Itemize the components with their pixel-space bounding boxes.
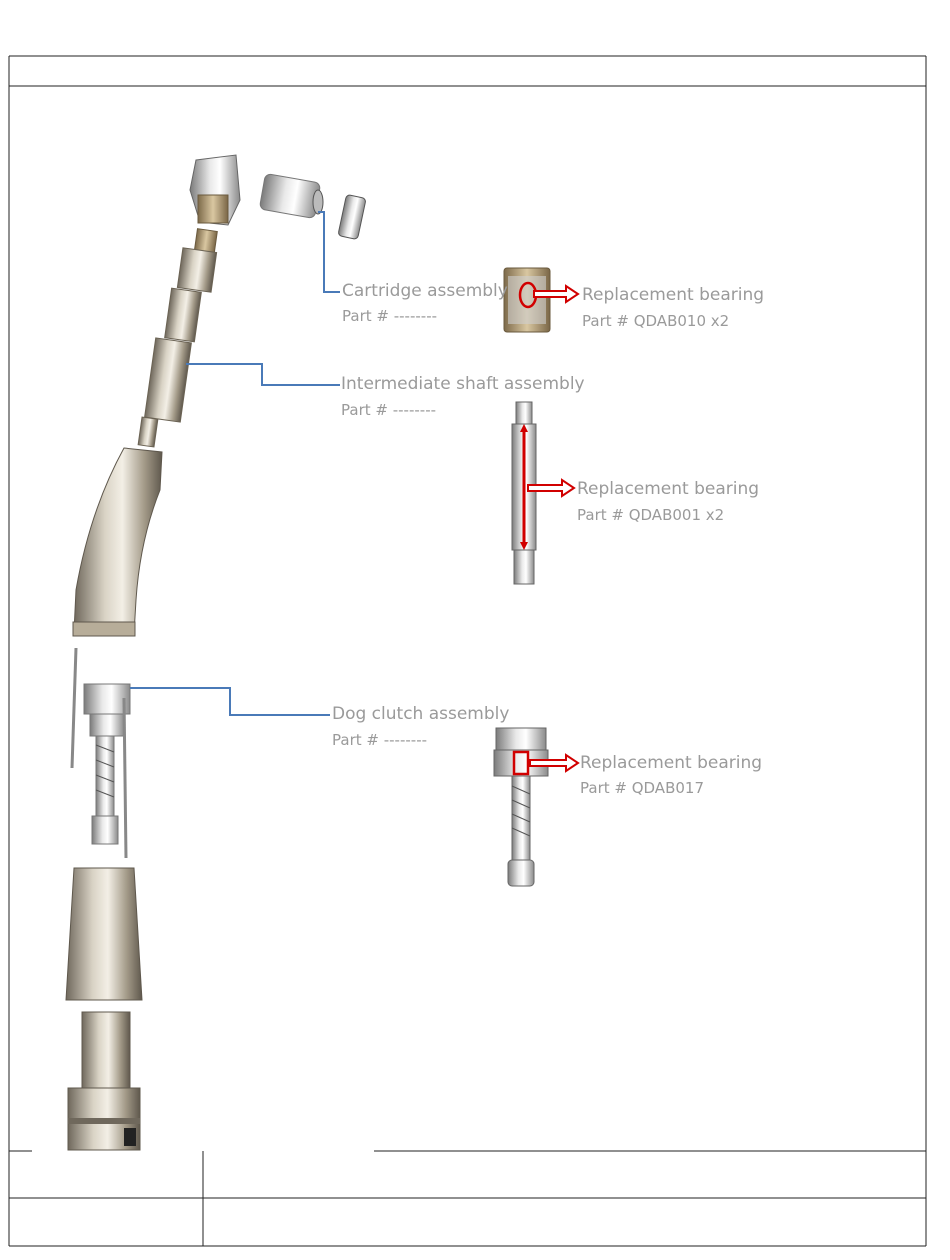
leader-line-cartridge — [318, 212, 340, 292]
dog-clutch-part — [72, 648, 130, 858]
handpiece-sleeve — [66, 868, 142, 1000]
intermediate-part-number: Part # -------- — [341, 403, 436, 418]
handpiece-head — [190, 155, 240, 225]
leader-line-intermediate — [186, 364, 340, 385]
handpiece-exploded-view — [66, 155, 366, 1150]
intermediate-bearing-part: Part # QDAB001 x2 — [577, 508, 724, 523]
dog-clutch-bearing-part: Part # QDAB017 — [580, 781, 704, 796]
intermediate-shaft-detail — [512, 402, 536, 584]
dog-clutch-label: Dog clutch assembly — [332, 706, 509, 723]
dog-clutch-detail — [494, 728, 548, 886]
dog-clutch-bearing-label: Replacement bearing — [580, 755, 762, 772]
cartridge-cap — [338, 194, 366, 239]
intermediate-bearing-label: Replacement bearing — [577, 481, 759, 498]
handpiece-body — [73, 448, 162, 636]
intermediate-shaft-label: Intermediate shaft assembly — [341, 376, 585, 393]
dog-clutch-part-number: Part # -------- — [332, 733, 427, 748]
cartridge-part-number: Part # -------- — [342, 309, 437, 324]
cartridge-assembly-label: Cartridge assembly — [342, 283, 508, 300]
handpiece-connector — [68, 1012, 140, 1150]
leader-line-dog-clutch — [130, 688, 330, 715]
cartridge-bearing-part: Part # QDAB010 x2 — [582, 314, 729, 329]
cartridge-part — [259, 173, 323, 218]
cartridge-bearing-label: Replacement bearing — [582, 287, 764, 304]
cartridge-detail — [504, 268, 550, 332]
intermediate-shaft — [138, 229, 217, 447]
